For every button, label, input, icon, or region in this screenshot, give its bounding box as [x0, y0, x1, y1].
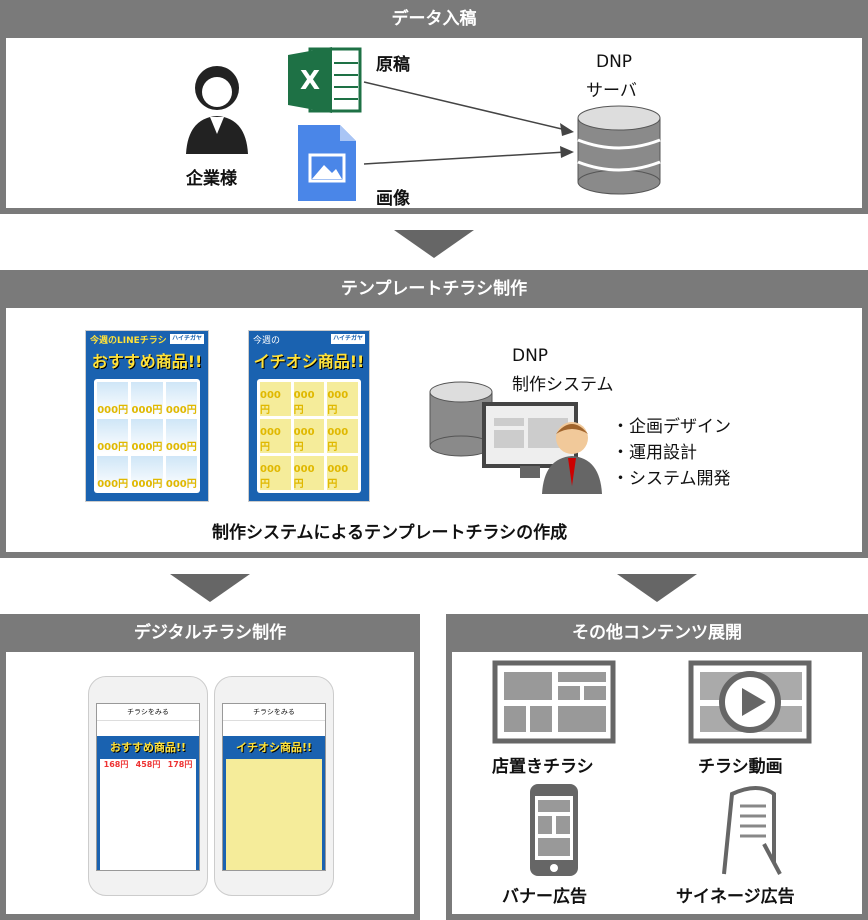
svg-text:X: X: [300, 66, 320, 96]
price: 000円: [260, 456, 291, 490]
price: 000円: [260, 419, 291, 453]
database-server-icon: [577, 105, 661, 195]
price: 000円: [327, 456, 358, 490]
banner-ad-label: バナー広告: [502, 887, 587, 907]
person-icon: [186, 66, 248, 154]
phone-title-bar: チラシをみる: [223, 704, 325, 721]
video-icon: [688, 660, 812, 744]
system-label-2: 制作システム: [512, 375, 614, 395]
bullet-operation: ・運用設計: [612, 443, 697, 463]
price: 000円: [131, 456, 163, 490]
flyer-headline: イチオシ商品!!: [253, 352, 365, 371]
price: 168円: [103, 760, 129, 769]
client-label: 企業様: [186, 169, 237, 189]
signage-ad-label: サイネージ広告: [676, 887, 795, 907]
price: 000円: [165, 382, 197, 416]
flyer-title: 今週のLINEチラシ: [90, 336, 167, 346]
bullet-development: ・システム開発: [612, 469, 731, 489]
price: 000円: [97, 419, 129, 453]
phone-mockup: チラシをみる イチオシ商品!!: [214, 676, 334, 896]
template-caption: 制作システムによるテンプレートチラシの作成: [212, 523, 568, 543]
store-flyer-icon: [492, 660, 616, 744]
bullet-planning: ・企画デザイン: [612, 417, 731, 437]
price: 458円: [135, 760, 161, 769]
price: 000円: [97, 382, 129, 416]
price: 000円: [327, 382, 358, 416]
arrow-down-icon: [617, 574, 697, 602]
image-label: 画像: [376, 189, 410, 209]
phone-mockup: チラシをみる おすすめ商品!! 168円 458円 178円: [88, 676, 208, 896]
price: 000円: [97, 456, 129, 490]
signage-icon: [722, 786, 782, 875]
price: 000円: [293, 456, 325, 490]
production-system-icon: [429, 381, 602, 494]
upload-arrows: [363, 81, 574, 165]
digital-panel: [0, 652, 420, 920]
arrow-down-icon: [170, 574, 250, 602]
manuscript-label: 原稿: [376, 55, 410, 75]
excel-icon: X: [288, 47, 362, 113]
flyer-video-label: チラシ動画: [698, 757, 783, 777]
price: 000円: [131, 419, 163, 453]
section-header-template: テンプレートチラシ制作: [0, 270, 868, 308]
arrow-down-icon: [394, 230, 474, 258]
server-label-1: DNP: [596, 52, 633, 72]
price: 000円: [260, 382, 291, 416]
price: 000円: [165, 419, 197, 453]
image-file-icon: [298, 125, 356, 201]
price: 178円: [167, 760, 193, 769]
section-header-other: その他コンテンツ展開: [446, 614, 868, 652]
flyer-brand-logo: ハイチガヤ: [331, 334, 365, 344]
flyer-headline: おすすめ商品!!: [91, 352, 203, 371]
price: 000円: [293, 382, 325, 416]
flyer-headline: おすすめ商品!!: [109, 741, 187, 754]
data-input-panel: [0, 38, 868, 214]
section-header-digital: デジタルチラシ制作: [0, 614, 420, 652]
price: 000円: [131, 382, 163, 416]
store-flyer-label: 店置きチラシ: [492, 757, 594, 777]
section-header-data-input: データ入稿: [0, 0, 868, 38]
server-label-2: サーバ: [586, 81, 637, 101]
flyer-headline: イチオシ商品!!: [235, 741, 313, 754]
price: 000円: [293, 419, 325, 453]
flyer-title: 今週の: [253, 336, 281, 346]
price: 000円: [165, 456, 197, 490]
smartphone-banner-icon: [530, 784, 578, 876]
price: 000円: [327, 419, 358, 453]
system-label-1: DNP: [512, 346, 549, 366]
flyer-brand-logo: ハイチガヤ: [170, 334, 204, 344]
phone-title-bar: チラシをみる: [97, 704, 199, 721]
